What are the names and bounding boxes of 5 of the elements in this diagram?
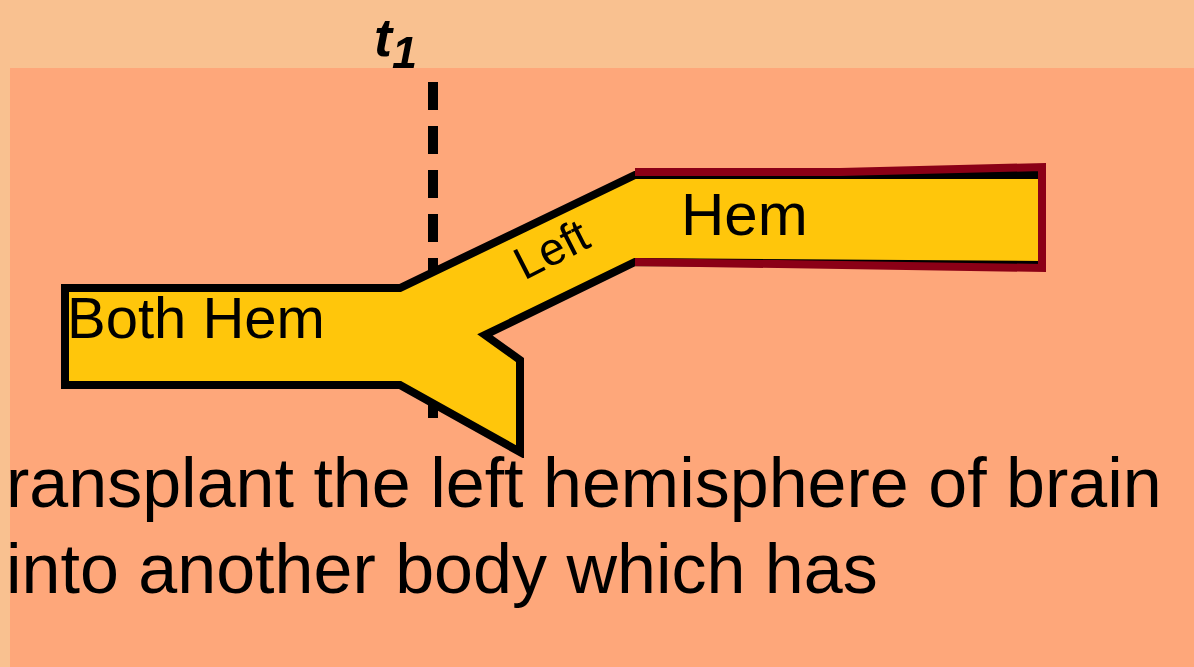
time-label: t$_{1}$ bbox=[374, 8, 417, 78]
band-label: Left bbox=[505, 209, 598, 290]
body-text: ransplant the left hemisphere of brain into another body which has bbox=[6, 443, 1163, 610]
band-label: Both Hem bbox=[67, 286, 325, 350]
band-label: Hem bbox=[681, 182, 808, 248]
